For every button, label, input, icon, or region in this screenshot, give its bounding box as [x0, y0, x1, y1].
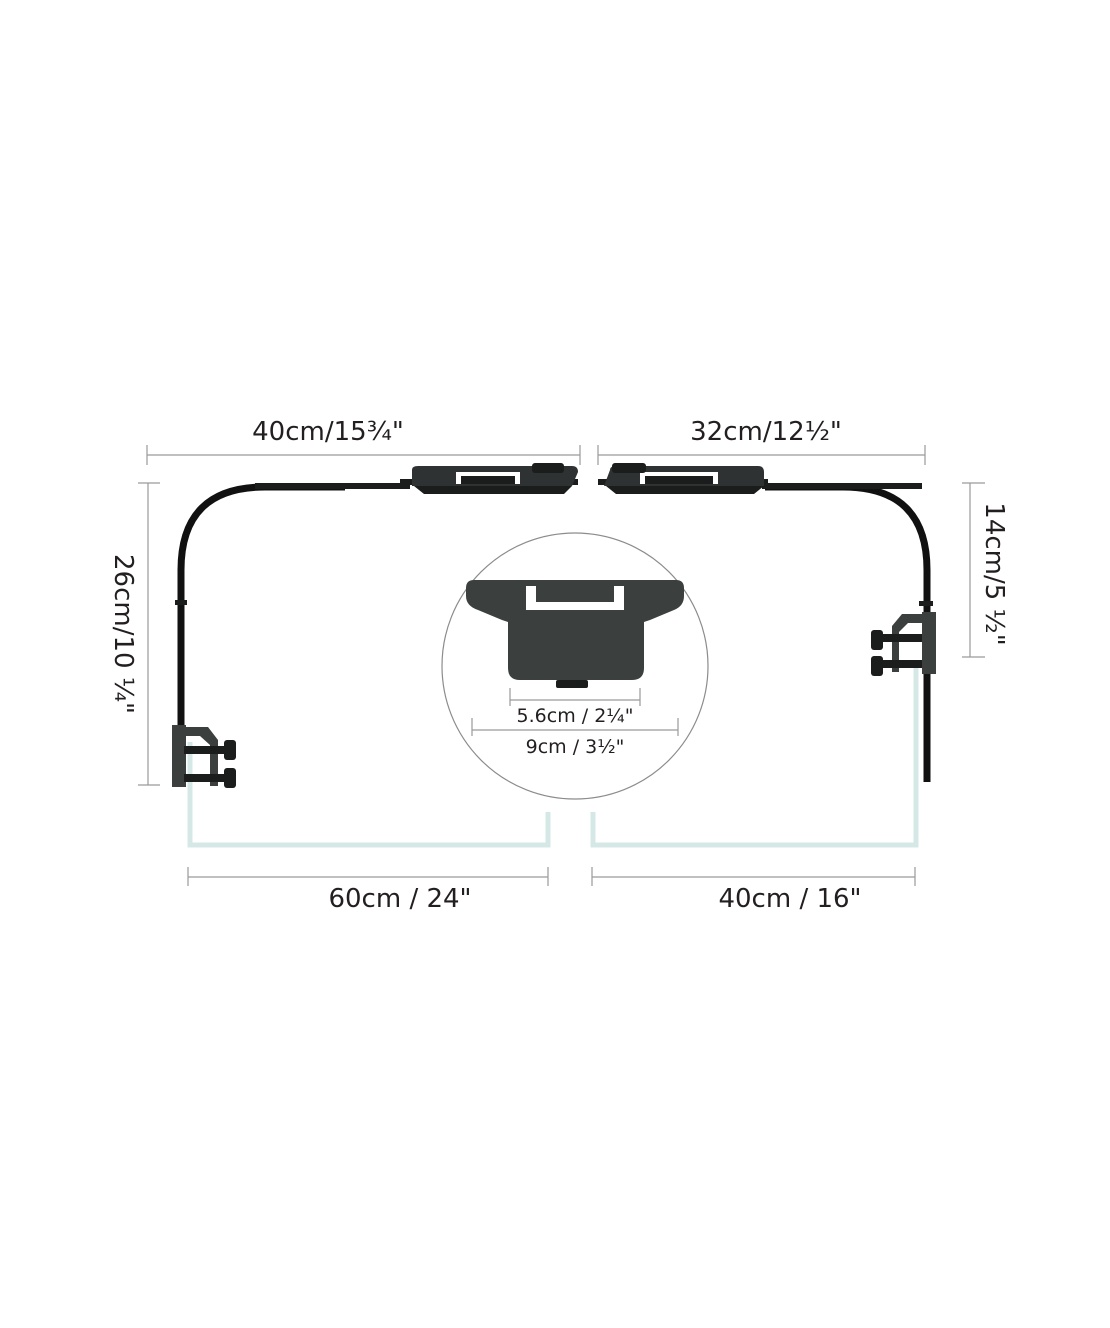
- label-detail-inner-width: 5.6cm / 2¼": [517, 705, 634, 727]
- right-clamp-knob-bottom: [871, 656, 883, 676]
- left-clamp-knob-top: [224, 740, 236, 760]
- dimension-top-right: 32cm/12½": [597, 417, 926, 465]
- dimension-bottom-right: 40cm / 16": [591, 867, 916, 914]
- left-mount-arm: [172, 483, 410, 788]
- right-clamp: [922, 612, 936, 674]
- tank-outline-small: [590, 660, 919, 848]
- bracket-detail-shape: [466, 580, 684, 680]
- dimension-top-left: 40cm/15¾": [146, 417, 581, 465]
- label-detail-outer-width: 9cm / 3½": [526, 736, 625, 758]
- left-clamp-knob-bottom: [224, 768, 236, 788]
- left-clamp: [172, 725, 186, 787]
- right-light-fixture: [598, 463, 768, 494]
- bracket-detail-callout: 5.6cm / 2¼" 9cm / 3½": [441, 532, 709, 800]
- label-top-right-width: 32cm/12½": [690, 417, 842, 447]
- label-left-height: 26cm/10 ¼": [108, 554, 138, 714]
- label-bottom-right-tank: 40cm / 16": [718, 884, 861, 914]
- label-top-left-width: 40cm/15¾": [252, 417, 404, 447]
- dimension-right-height: 14cm/5 ½": [962, 482, 1009, 658]
- right-clamp-knob-top: [871, 630, 883, 650]
- tank-outline-large: [187, 742, 551, 848]
- dimension-bottom-left: 60cm / 24": [187, 867, 549, 914]
- label-right-height: 14cm/5 ½": [979, 502, 1009, 645]
- label-bottom-left-tank: 60cm / 24": [328, 884, 471, 914]
- dimension-left-height: 26cm/10 ¼": [108, 482, 160, 786]
- left-light-fixture: [400, 463, 578, 494]
- right-mount-arm: [762, 483, 936, 782]
